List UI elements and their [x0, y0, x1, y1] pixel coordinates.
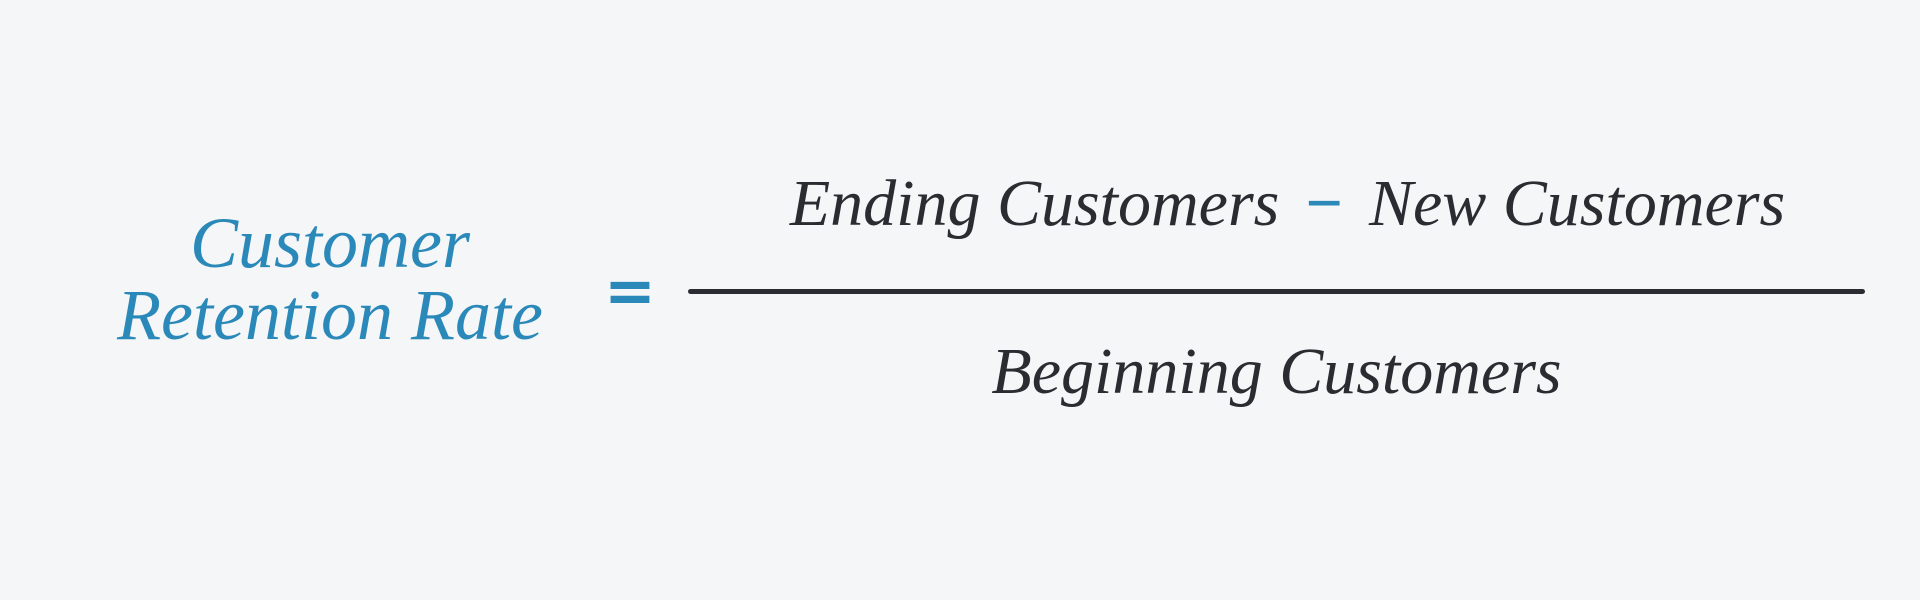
- label-line-1: Customer: [189, 203, 471, 283]
- retention-rate-label: Customer Retention Rate: [80, 207, 580, 351]
- beginning-customers-text: Beginning Customers: [991, 335, 1562, 408]
- fraction-bar: [688, 289, 1865, 294]
- minus-operator: −: [1305, 167, 1343, 240]
- ending-customers-text: Ending Customers: [789, 167, 1280, 240]
- equals-sign: =: [604, 254, 656, 327]
- fraction-numerator: Ending Customers−New Customers: [699, 171, 1876, 237]
- new-customers-text: New Customers: [1368, 167, 1786, 240]
- fraction: Ending Customers−New Customers Beginning…: [688, 171, 1865, 405]
- label-line-2: Retention Rate: [117, 275, 543, 355]
